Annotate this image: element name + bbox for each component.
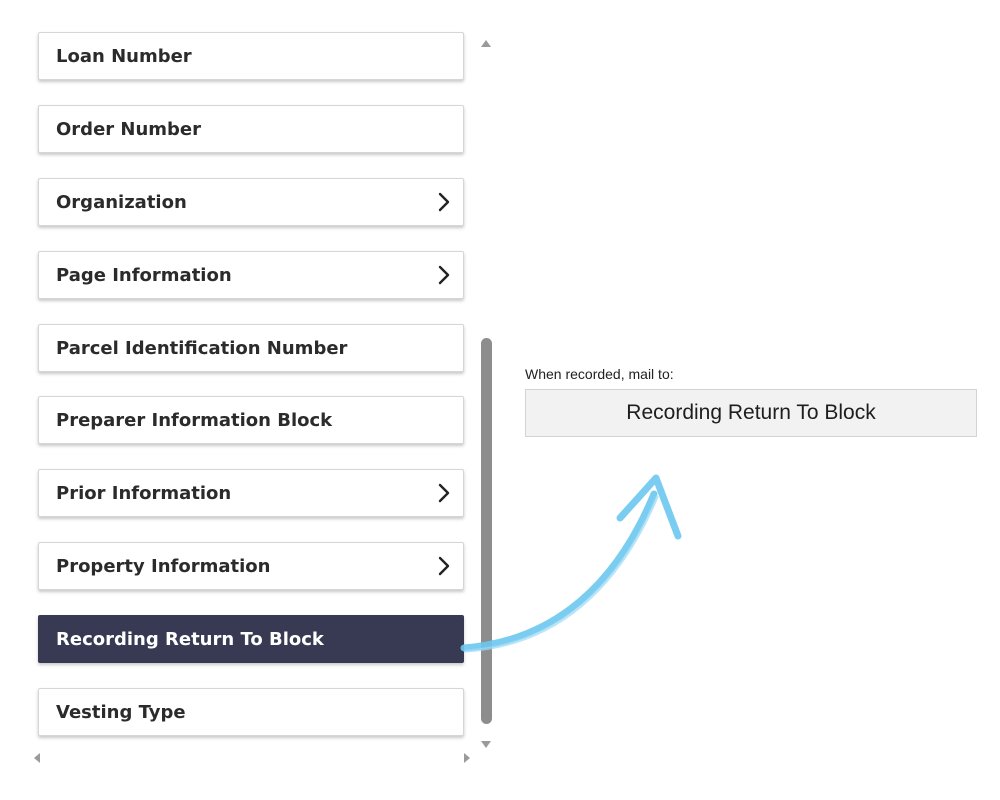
list-item-parcel-identification-number[interactable]: Parcel Identification Number bbox=[38, 324, 464, 372]
scroll-left-arrow-icon[interactable] bbox=[34, 753, 40, 763]
list-item-recording-return-to-block[interactable]: Recording Return To Block bbox=[38, 615, 464, 663]
list-item-order-number[interactable]: Order Number bbox=[38, 105, 464, 153]
list-item-page-information[interactable]: Page Information bbox=[38, 251, 464, 299]
chevron-right-icon bbox=[438, 483, 450, 503]
list-item-organization[interactable]: Organization bbox=[38, 178, 464, 226]
list-item-label: Loan Number bbox=[56, 45, 192, 67]
vertical-scrollbar-thumb[interactable] bbox=[481, 338, 492, 724]
list-item-label: Organization bbox=[56, 191, 187, 213]
list-item-label: Property Information bbox=[56, 555, 271, 577]
list-item-label: Parcel Identification Number bbox=[56, 337, 348, 359]
horizontal-scrollbar[interactable] bbox=[34, 752, 470, 764]
list-item-label: Page Information bbox=[56, 264, 232, 286]
list-item-label: Vesting Type bbox=[56, 701, 186, 723]
block-list-panel: Loan Number Order Number Organization Pa… bbox=[30, 26, 498, 772]
scroll-right-arrow-icon[interactable] bbox=[464, 753, 470, 763]
scroll-up-arrow-icon[interactable] bbox=[481, 40, 491, 47]
list-item-preparer-information-block[interactable]: Preparer Information Block bbox=[38, 396, 464, 444]
list-item-prior-information[interactable]: Prior Information bbox=[38, 469, 464, 517]
list-item-label: Recording Return To Block bbox=[56, 628, 324, 650]
preview-label: When recorded, mail to: bbox=[525, 366, 674, 382]
block-preview: When recorded, mail to: Recording Return… bbox=[525, 366, 977, 437]
list-item-vesting-type[interactable]: Vesting Type bbox=[38, 688, 464, 736]
chevron-right-icon bbox=[438, 556, 450, 576]
list-item-property-information[interactable]: Property Information bbox=[38, 542, 464, 590]
recording-return-to-block-preview: Recording Return To Block bbox=[525, 389, 977, 437]
list-item-label: Prior Information bbox=[56, 482, 232, 504]
list-item-label: Preparer Information Block bbox=[56, 409, 333, 431]
curved-arrow-icon bbox=[460, 474, 682, 653]
list-item-loan-number[interactable]: Loan Number bbox=[38, 32, 464, 80]
chevron-right-icon bbox=[438, 192, 450, 212]
vertical-scrollbar[interactable] bbox=[478, 34, 494, 748]
scroll-down-arrow-icon[interactable] bbox=[481, 741, 491, 748]
chevron-right-icon bbox=[438, 265, 450, 285]
list-item-label: Order Number bbox=[56, 118, 202, 140]
